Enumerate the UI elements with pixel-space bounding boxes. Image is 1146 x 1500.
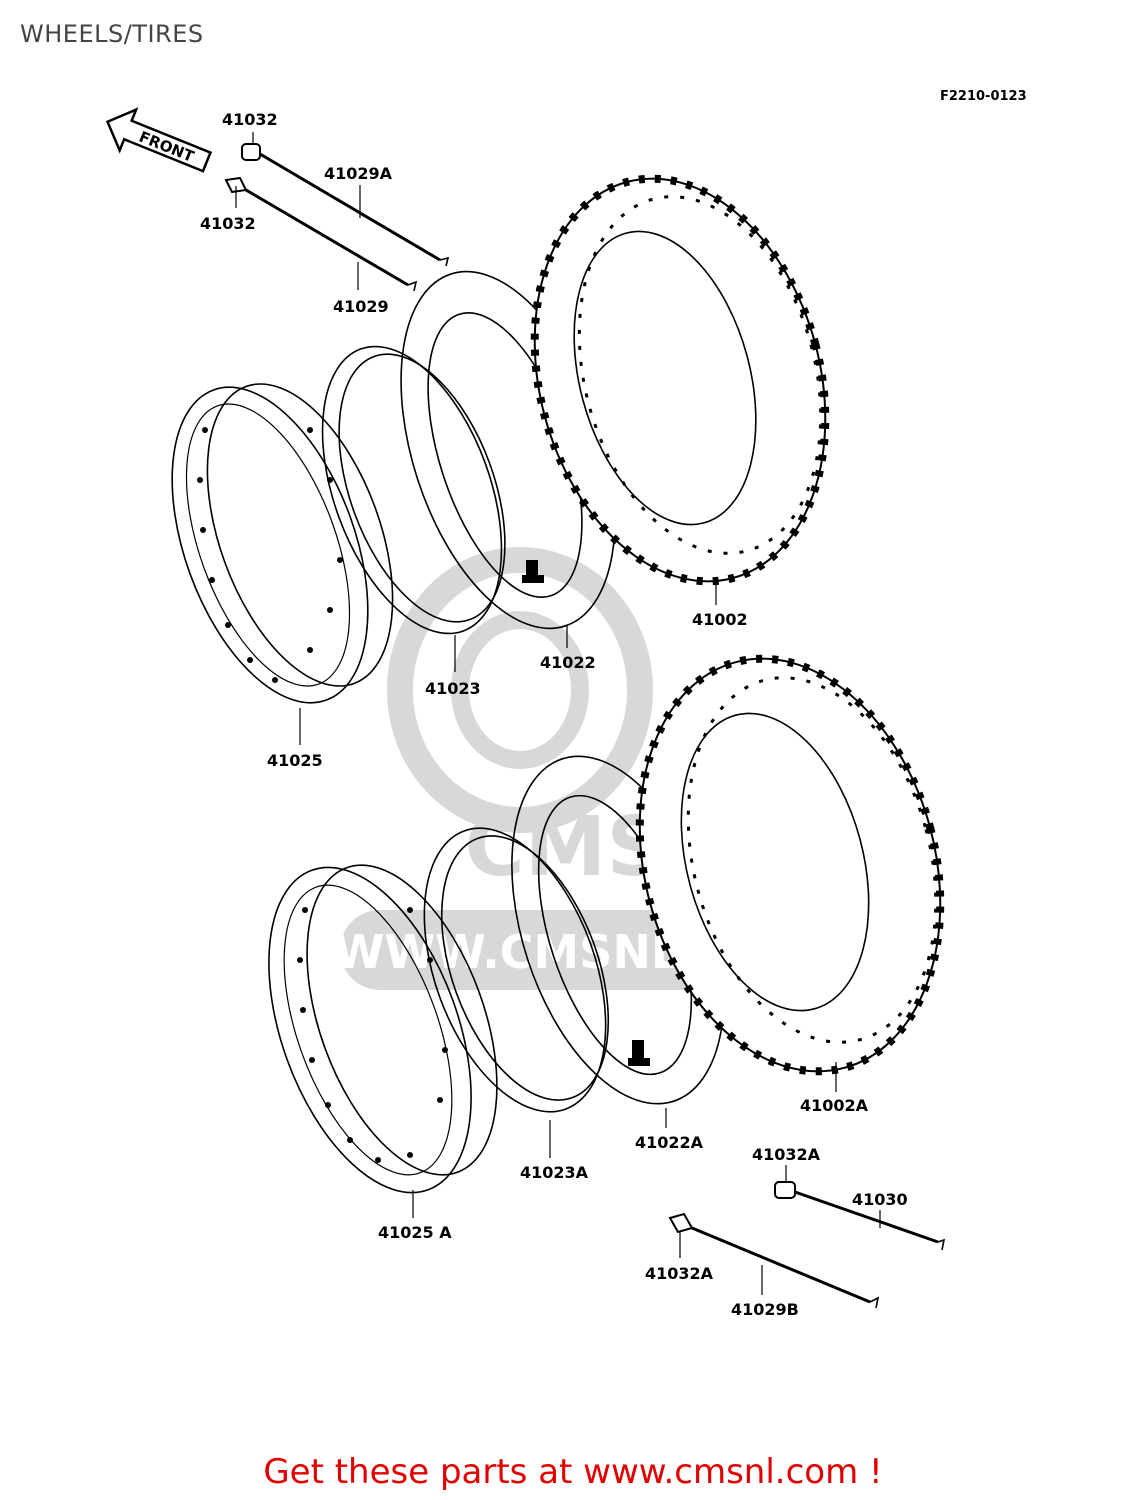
front-label: FRONT xyxy=(137,128,198,166)
spoke-41030 xyxy=(774,1181,946,1251)
tire-41002 xyxy=(530,174,830,586)
part-labels: 41032 41032 41029A 41029 41002 41022 410… xyxy=(200,110,908,1319)
leader-lines-lower xyxy=(412,1062,881,1295)
rim-band-41023A xyxy=(423,827,610,1113)
label-41023A: 41023A xyxy=(520,1163,589,1182)
label-41032A-upper: 41032A xyxy=(752,1145,821,1164)
label-41002A: 41002A xyxy=(800,1096,869,1115)
label-41025: 41025 xyxy=(267,751,323,770)
spoke-41029 xyxy=(224,176,418,292)
label-41002: 41002 xyxy=(692,610,748,629)
label-41029A: 41029A xyxy=(324,164,393,183)
label-41032A-lower: 41032A xyxy=(645,1264,714,1283)
leader-lines-upper xyxy=(235,132,717,745)
rim-41025 xyxy=(171,383,394,704)
watermark-logo: CMS xyxy=(465,800,666,895)
label-41032-upper: 41032 xyxy=(222,110,278,129)
label-41022A: 41022A xyxy=(635,1133,704,1152)
label-41029: 41029 xyxy=(333,297,389,316)
label-41030: 41030 xyxy=(852,1190,908,1209)
rim-41025A xyxy=(268,864,498,1194)
diagram-code: F2210-0123 xyxy=(940,89,1027,104)
label-41025A: 41025 A xyxy=(378,1223,452,1242)
spoke-41029A xyxy=(241,143,450,267)
label-41029B: 41029B xyxy=(731,1300,799,1319)
label-41023: 41023 xyxy=(425,679,481,698)
spoke-41029B xyxy=(668,1212,880,1309)
label-41022: 41022 xyxy=(540,653,596,672)
front-arrow: FRONT xyxy=(105,107,213,173)
label-41032-lower: 41032 xyxy=(200,214,256,233)
tire-41002A xyxy=(635,654,945,1076)
rim-band-41023 xyxy=(321,345,506,635)
footer-link[interactable]: Get these parts at www.cmsnl.com ! xyxy=(263,1452,883,1492)
page-title: WHEELS/TIRES xyxy=(20,20,204,48)
